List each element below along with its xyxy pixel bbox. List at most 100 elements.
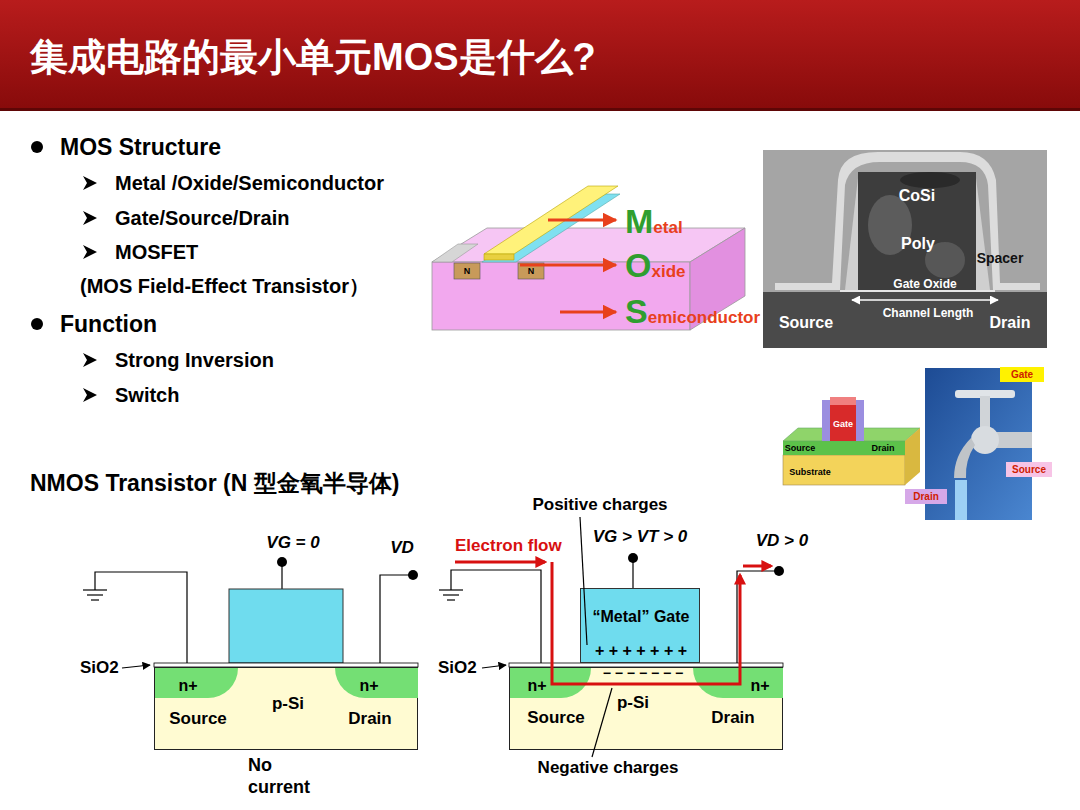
- electron-flow-arrow: [455, 562, 771, 684]
- photo-label: CoSi: [899, 187, 935, 205]
- faucet-analogy-picture: [954, 438, 975, 478]
- faucet-analogy-picture: [980, 396, 990, 428]
- nmos-on-structure: [509, 553, 784, 667]
- photo-label: Drain: [990, 314, 1031, 332]
- photo-label: Source: [779, 314, 833, 332]
- bullet-marker: [31, 318, 43, 330]
- part-label: Drain: [871, 443, 894, 453]
- gate-electrode: “Metal” Gate+ + + + + + +: [580, 588, 700, 663]
- callout-text: Negative charges: [538, 758, 679, 778]
- bullet-marker: [83, 388, 97, 402]
- layer-name: Metal: [625, 202, 683, 241]
- bullet-item: (MOS Field-Effect Transistor）: [80, 275, 369, 298]
- signal-name: VG = 0: [266, 533, 319, 553]
- title-banner: [0, 0, 1080, 111]
- transistor-3d-icon: [783, 397, 920, 485]
- title-banner: [0, 108, 1080, 111]
- doping-label: n+: [359, 677, 378, 695]
- source-tag-box: Source: [1006, 462, 1052, 477]
- photo-label: Gate Oxide: [893, 278, 956, 292]
- faucet-analogy-picture: [971, 426, 999, 454]
- bullet-marker: [83, 211, 97, 225]
- n-plus-well: n+: [335, 668, 418, 698]
- section-heading: NMOS Transistor (N 型金氧半导体): [30, 470, 399, 496]
- transistor-3d-icon: [822, 400, 864, 441]
- region-label: N: [528, 266, 535, 276]
- doping-label: n+: [527, 677, 546, 695]
- signal-name: VD: [390, 538, 414, 558]
- bullet-item: Strong Inversion: [115, 349, 274, 372]
- nmos-off-structure: [277, 557, 287, 567]
- part-label: Source: [785, 443, 816, 453]
- layer-name: SiO2: [80, 658, 119, 678]
- region-label: p-Si: [272, 694, 304, 714]
- mos-3d-illustration: [560, 311, 616, 314]
- tag-text: Gate: [1011, 370, 1033, 380]
- nmos-off-structure: [229, 589, 343, 663]
- transistor-3d-icon: [783, 441, 905, 455]
- nmos-off-wiring: [83, 589, 107, 590]
- nmos-on-structure: [628, 553, 638, 563]
- mos-3d-illustration: [432, 244, 478, 262]
- region-label: Drain: [348, 709, 391, 729]
- bullet-marker: [31, 141, 97, 402]
- region-label: N: [464, 266, 471, 276]
- title-banner: [0, 0, 1080, 108]
- bullet-marker: [83, 245, 97, 259]
- leader-line: [592, 688, 612, 757]
- nmos-on-wiring: [439, 589, 463, 590]
- bullet-marker: [83, 353, 97, 367]
- tem-cross-section-photo: [763, 150, 1047, 348]
- bullet-item: Metal /Oxide/Semiconductor: [115, 172, 384, 195]
- nmos-off-structure: [408, 570, 418, 580]
- nmos-off-wiring: [95, 572, 187, 663]
- nmos-on-wiring: [482, 665, 506, 668]
- nmos-on-wiring: [439, 558, 779, 668]
- photo-label: Poly: [901, 235, 935, 253]
- bullet-marker: [83, 176, 97, 190]
- region-label: p-Si: [617, 693, 649, 713]
- tem-cross-section-photo: [858, 172, 976, 290]
- faucet-analogy-picture: [955, 480, 967, 520]
- doping-label: n+: [750, 677, 769, 695]
- doping-label: n+: [178, 677, 197, 695]
- nmos-off-structure: [154, 557, 418, 667]
- mos-3d-illustration: [548, 219, 616, 222]
- nmos-off-wiring: [91, 599, 99, 600]
- layer-name: Semiconductor: [625, 292, 760, 331]
- electron-flow-arrow: [455, 561, 545, 564]
- tag-text: Drain: [913, 492, 939, 502]
- tag-text: Source: [1012, 465, 1046, 475]
- leader-line: [580, 517, 612, 757]
- nmos-off-wiring: [83, 562, 413, 668]
- transistor-3d-icon: [783, 455, 905, 485]
- mos-3d-illustration: [484, 186, 618, 254]
- gate-label: “Metal” Gate: [593, 608, 690, 626]
- tem-cross-section-photo: [845, 178, 860, 290]
- mos-3d-illustration: [432, 186, 745, 330]
- gate-tag-box: Gate: [1000, 367, 1044, 382]
- n-plus-well: n+: [155, 668, 238, 698]
- region-label: Drain: [711, 708, 754, 728]
- part-label: Substrate: [789, 467, 831, 477]
- transistor-3d-icon: [830, 405, 856, 441]
- mos-3d-illustration: [454, 263, 480, 279]
- layer-name: SiO2: [438, 658, 477, 678]
- layer-name: Oxide: [625, 246, 685, 285]
- tem-cross-section-photo: [900, 172, 960, 188]
- callout-text: Positive charges: [532, 495, 667, 515]
- mos-3d-illustration: [484, 254, 514, 260]
- electron-flow-arrow: [743, 565, 771, 568]
- substrate-region: p-SiSource Drain n+ n+: [154, 667, 418, 750]
- tem-cross-section-photo: [775, 152, 1040, 290]
- region-label: Source: [169, 709, 227, 729]
- nmos-on-wiring: [451, 570, 541, 663]
- photo-label: Channel Length: [883, 307, 974, 321]
- nmos-off-wiring: [122, 665, 150, 668]
- photo-label: Spacer: [977, 250, 1024, 266]
- mos-3d-illustration: [520, 264, 616, 267]
- charge-symbols: − − − − − − −: [603, 666, 684, 680]
- bullet-item: Switch: [115, 384, 179, 407]
- drain-tag-box: Drain: [905, 489, 947, 504]
- tem-cross-section-photo: [852, 299, 998, 301]
